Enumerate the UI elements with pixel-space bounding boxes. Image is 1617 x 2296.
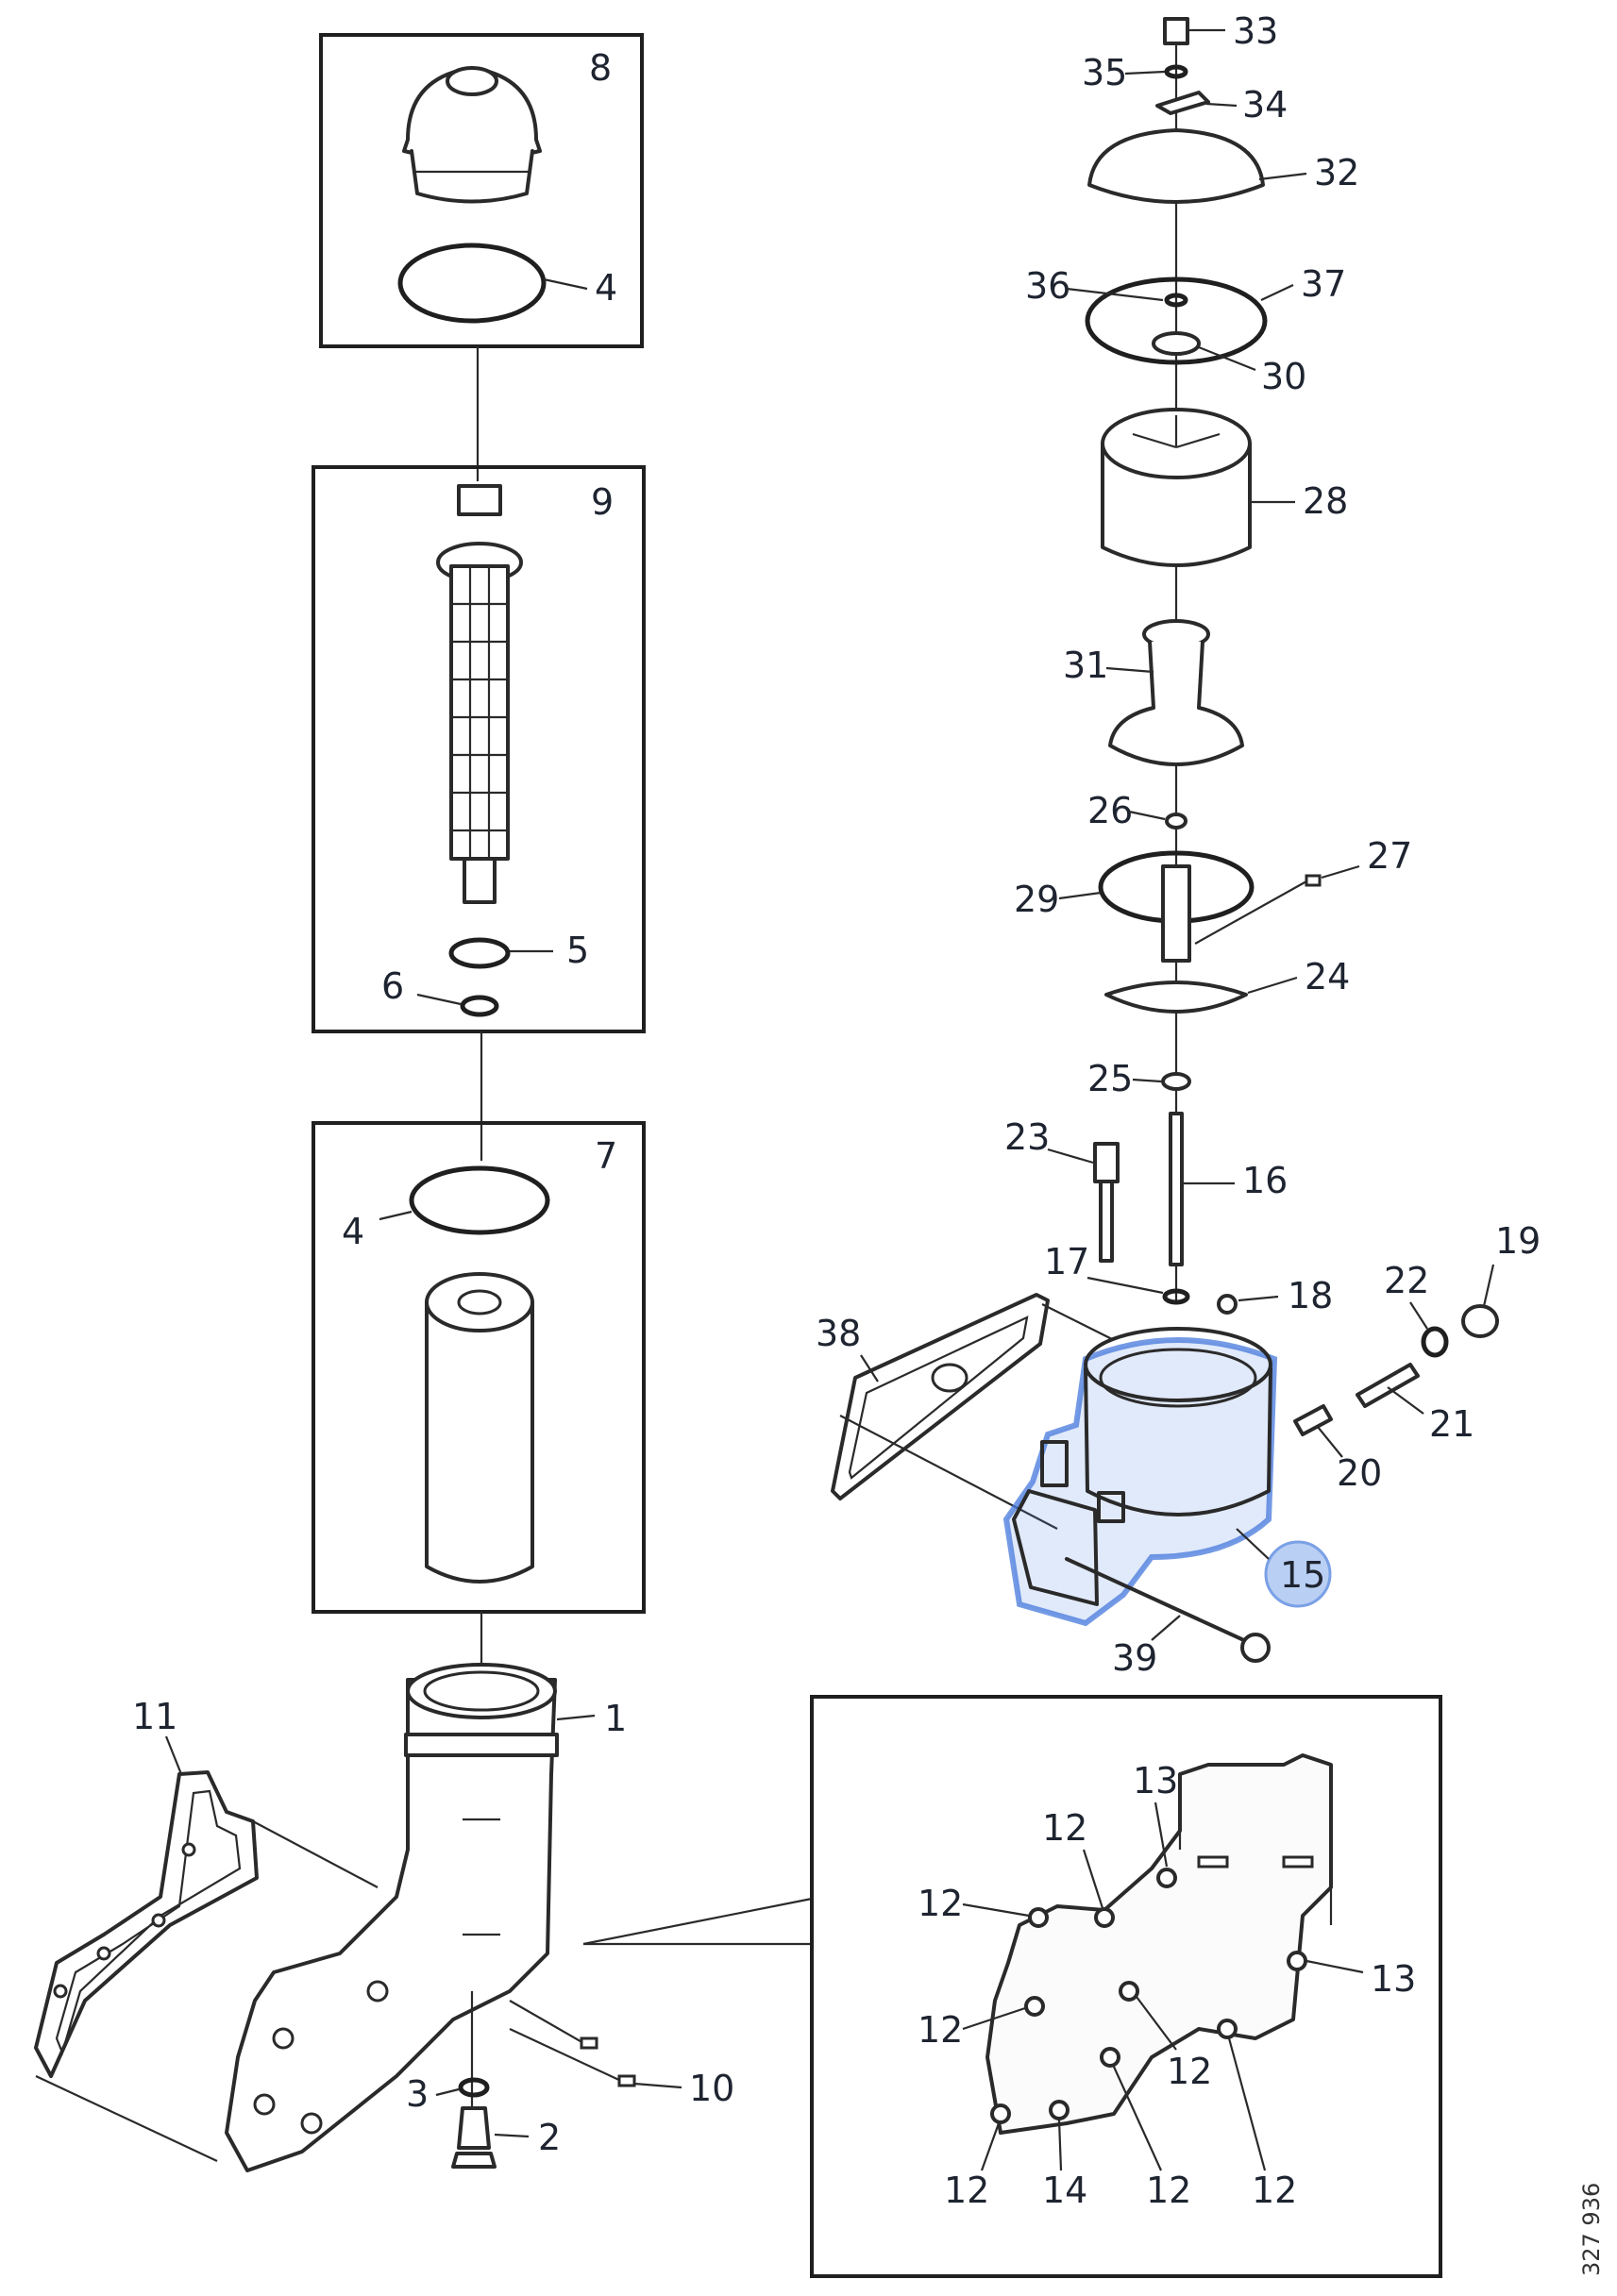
- bolt-39: 39: [1065, 1557, 1271, 1679]
- callout-2: 2: [538, 2117, 561, 2158]
- callout-39: 39: [1112, 1637, 1157, 1679]
- callout-14: 14: [1042, 2170, 1087, 2211]
- callout-36: 36: [1025, 265, 1070, 307]
- callout-16: 16: [1242, 1160, 1288, 1201]
- callout-8: 8: [589, 47, 612, 89]
- centrifuge-housing-15: 15: [1002, 1327, 1332, 1627]
- callout-22: 22: [1384, 1260, 1429, 1301]
- callout-13: 13: [1133, 1760, 1178, 1802]
- callout-15: 15: [1280, 1554, 1325, 1596]
- callout-12: 12: [1252, 2170, 1297, 2211]
- callout-12: 12: [918, 2009, 963, 2051]
- callout-12: 12: [944, 2170, 989, 2211]
- strainer-mesh: [451, 566, 508, 859]
- callout-13: 13: [1371, 1958, 1416, 2000]
- callout-34: 34: [1242, 84, 1288, 126]
- callout-38: 38: [816, 1313, 861, 1354]
- document-number: 327 936: [1578, 2183, 1605, 2276]
- callout-9: 9: [591, 481, 614, 523]
- callout-27: 27: [1367, 835, 1412, 877]
- callout-6: 6: [381, 965, 404, 1007]
- callout-20: 20: [1337, 1452, 1382, 1494]
- detail-inset: 13 12 12 13 12 12 12 14 12 12: [582, 1695, 1442, 2278]
- callout-30: 30: [1261, 356, 1306, 397]
- callout-1: 1: [604, 1698, 627, 1739]
- callout-31: 31: [1063, 645, 1108, 686]
- callout-12: 12: [918, 1883, 963, 1924]
- plug-18: 18: [1217, 1275, 1333, 1316]
- callout-4: 4: [342, 1211, 364, 1252]
- callout-10: 10: [689, 2068, 734, 2109]
- gasket-38: 38: [816, 1293, 1115, 1530]
- sensor-23: 23: [1004, 1116, 1120, 1263]
- box-strainer-insert: 9 5 6: [312, 465, 646, 1033]
- callout-5: 5: [566, 930, 589, 971]
- callout-4: 4: [595, 267, 617, 309]
- valve-parts: 19 22 21 20: [1293, 1220, 1541, 1494]
- centrifuge-stack: 33 35 34 32 36 37 30 28 31: [1014, 10, 1412, 1305]
- callout-19: 19: [1495, 1220, 1541, 1262]
- callout-33: 33: [1233, 10, 1278, 52]
- callout-32: 32: [1314, 152, 1359, 193]
- callout-23: 23: [1004, 1116, 1050, 1158]
- callout-25: 25: [1087, 1058, 1133, 1099]
- callout-17: 17: [1044, 1241, 1089, 1282]
- drain-plug-parts: 3 2 10: [406, 1991, 734, 2169]
- gasket-11: 11: [34, 1696, 379, 2162]
- callout-12: 12: [1042, 1807, 1087, 1849]
- callout-11: 11: [132, 1696, 177, 1737]
- callout-26: 26: [1087, 790, 1133, 831]
- oil-filter-housing: 1: [225, 1663, 627, 2172]
- callout-7: 7: [595, 1135, 617, 1177]
- callout-12: 12: [1146, 2170, 1191, 2211]
- callout-3: 3: [406, 2073, 429, 2115]
- box-filter-element: 7 4: [312, 1121, 646, 1614]
- callout-28: 28: [1303, 480, 1348, 522]
- callout-37: 37: [1301, 263, 1346, 305]
- callout-21: 21: [1429, 1403, 1474, 1445]
- callout-29: 29: [1014, 879, 1059, 920]
- callout-18: 18: [1288, 1275, 1333, 1316]
- callout-12: 12: [1167, 2051, 1212, 2092]
- callout-24: 24: [1305, 956, 1350, 997]
- box-oil-filter-cap: 8 4: [319, 33, 644, 348]
- callout-35: 35: [1082, 52, 1127, 93]
